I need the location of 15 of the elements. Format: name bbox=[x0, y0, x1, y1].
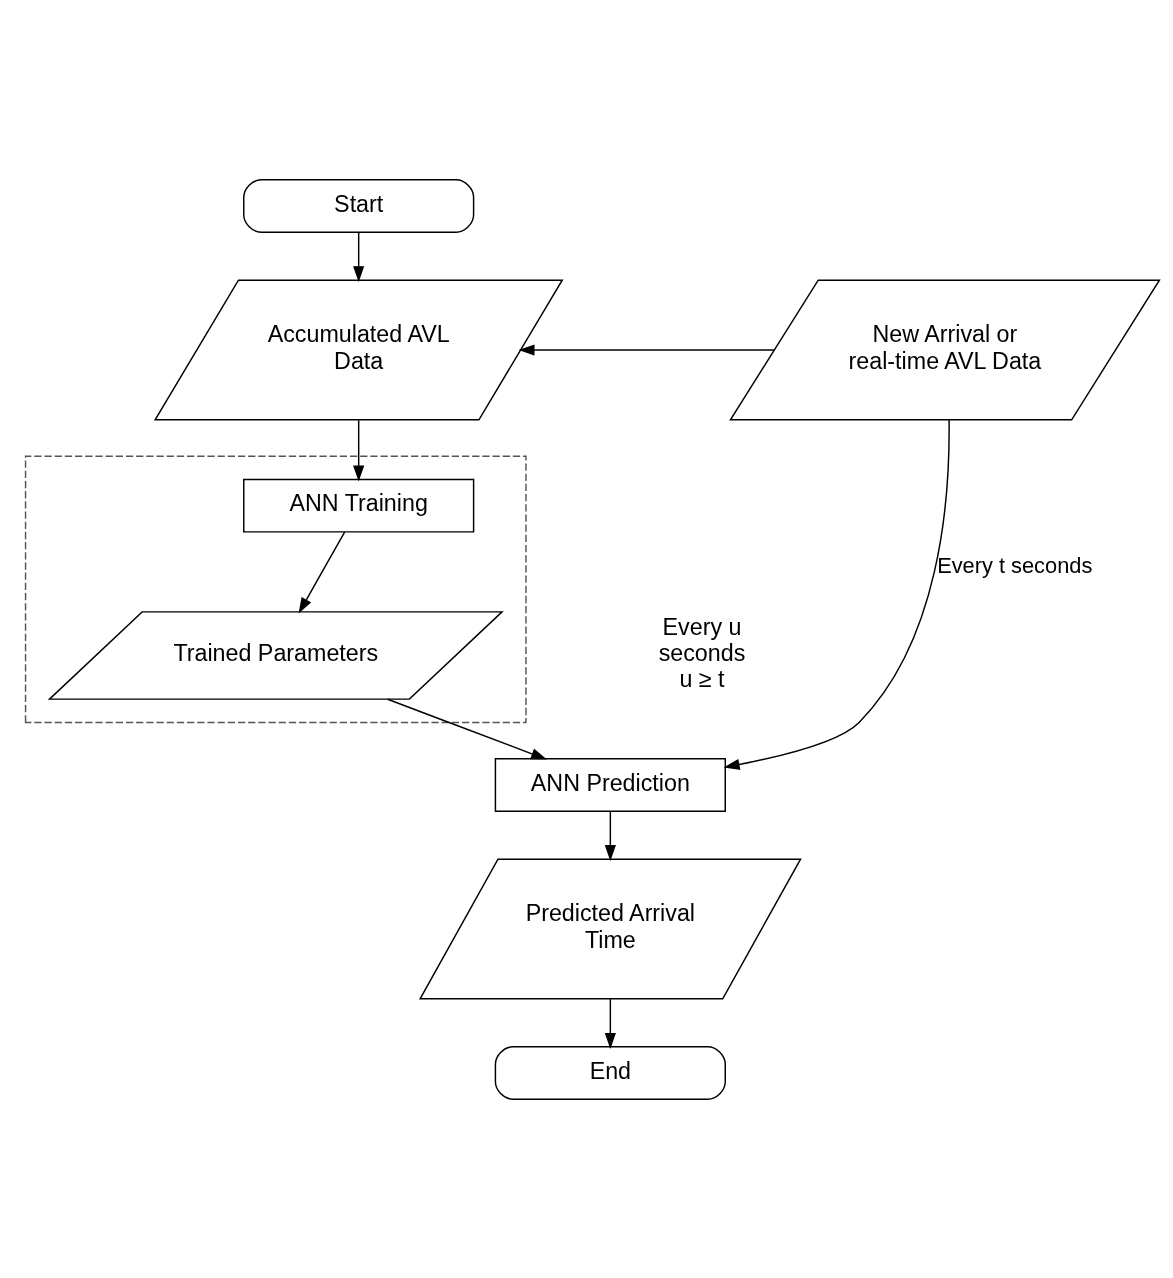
node-box: End bbox=[494, 1045, 726, 1100]
edge-label: Every t seconds bbox=[937, 552, 1093, 578]
arrow bbox=[604, 997, 616, 1049]
node-box: Start bbox=[243, 178, 475, 233]
arrow bbox=[353, 231, 365, 282]
node-box: ANN Prediction bbox=[494, 757, 726, 812]
arrow bbox=[604, 810, 616, 861]
node-box: ANN Training bbox=[243, 478, 475, 533]
arrow bbox=[353, 419, 365, 481]
arrow bbox=[518, 343, 775, 356]
arrow bbox=[298, 530, 346, 614]
arrow bbox=[386, 698, 547, 760]
cluster bbox=[24, 455, 527, 723]
label: Every u seconds u ≥ t bbox=[658, 613, 746, 692]
arrow bbox=[723, 418, 950, 770]
